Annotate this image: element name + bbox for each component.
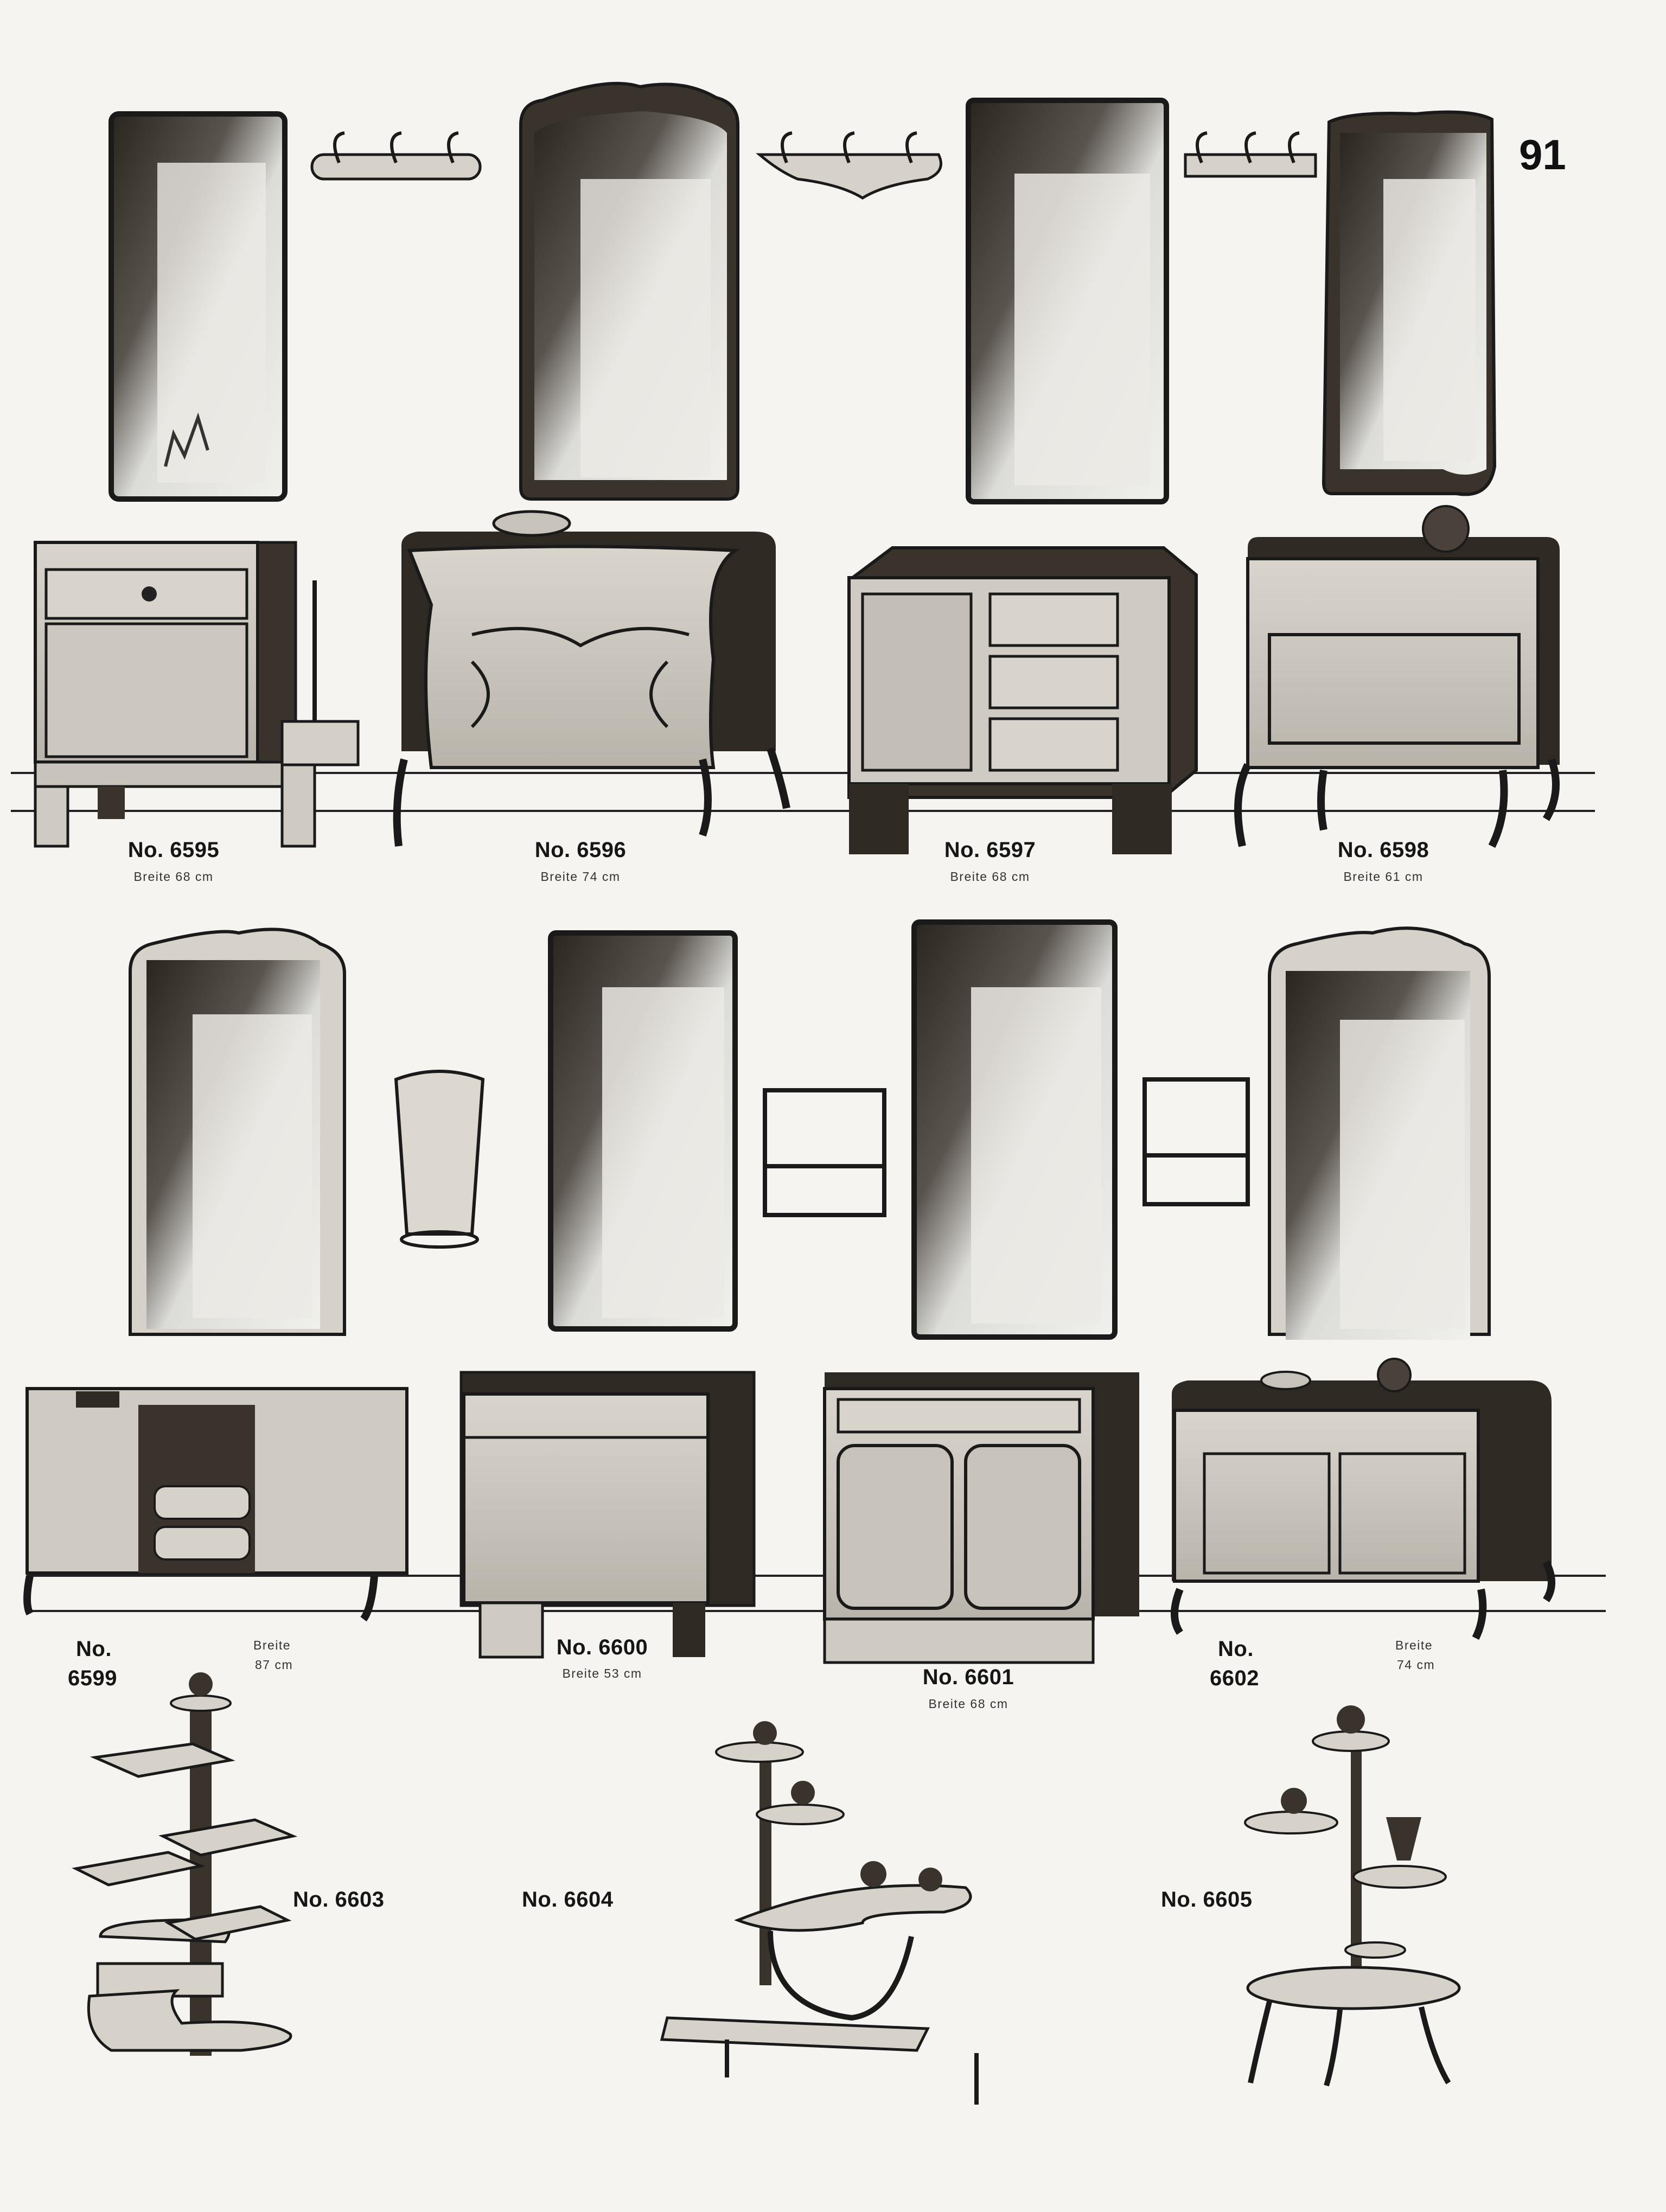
item-6595-illustration [34, 111, 360, 848]
product-width-6597: Breite 68 cm [950, 870, 1030, 884]
product-number-6605: No. 6605 [1161, 1888, 1253, 1911]
product-width-6600: Breite 53 cm [562, 1666, 642, 1680]
coat-rack-1 [310, 131, 482, 181]
item-6603-illustration [72, 1672, 298, 2056]
product-number-6598: No. 6598 [1337, 838, 1429, 862]
product-number-6597: No. 6597 [944, 838, 1036, 862]
product-number-6595: No. 6595 [127, 838, 220, 862]
product-width-6599-a: Breite [253, 1638, 291, 1652]
item-6600-illustration [459, 930, 756, 1659]
product-number-6596: No. 6596 [534, 838, 627, 862]
item-6602-illustration [1171, 926, 1555, 1640]
product-width-6599-b: 87 cm [255, 1658, 293, 1672]
item-6605-illustration [1244, 1705, 1461, 2087]
product-width-6595: Breite 68 cm [133, 870, 214, 884]
product-number-6603: No. 6603 [293, 1888, 385, 1911]
umbrella-stand [394, 1070, 485, 1249]
product-number-6599-b: 6599 [68, 1666, 117, 1690]
item-6601-illustration [823, 919, 1139, 1664]
product-width-6598: Breite 61 cm [1343, 870, 1424, 884]
product-number-6604: No. 6604 [522, 1888, 614, 1911]
item-6597-illustration [847, 98, 1198, 854]
product-number-6602-b: 6602 [1210, 1666, 1259, 1690]
item-6599-illustration [23, 928, 408, 1622]
product-width-6601: Breite 68 cm [928, 1697, 1008, 1711]
product-number-6599-a: No. [76, 1637, 112, 1661]
towel-rack-1 [763, 1088, 886, 1217]
product-number-6600: No. 6600 [556, 1635, 648, 1659]
product-number-6601: No. 6601 [922, 1665, 1014, 1689]
product-number-6602-a: No. [1218, 1637, 1254, 1661]
item-6596-illustration [393, 81, 790, 847]
floor-lines [11, 772, 1606, 1612]
coat-rack-2 [756, 131, 942, 200]
item-6604-illustration [660, 1721, 979, 2105]
towel-rack-2 [1142, 1077, 1250, 1206]
page-number: 91 [1519, 131, 1566, 178]
coat-rack-3 [1184, 131, 1317, 178]
product-width-6602-b: 74 cm [1397, 1658, 1435, 1672]
product-width-6602-a: Breite [1395, 1638, 1433, 1652]
product-width-6596: Breite 74 cm [540, 870, 621, 884]
item-6598-illustration [1234, 110, 1560, 848]
